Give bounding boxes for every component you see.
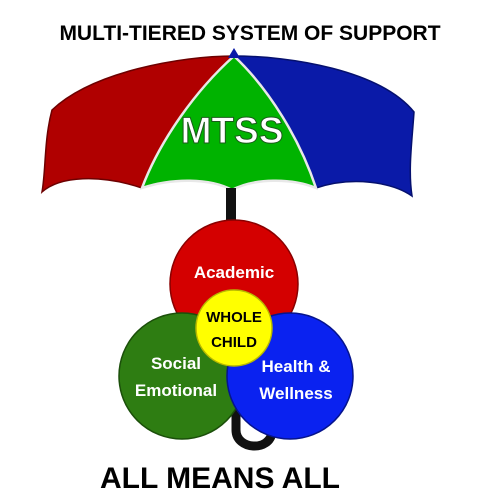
- health-wellness-label-line1: Health &: [262, 357, 331, 376]
- footer-slogan: ALL MEANS ALL: [100, 462, 340, 495]
- social-emotional-label-line2: Emotional: [135, 381, 217, 400]
- whole-child-label-line1: WHOLE: [206, 309, 262, 326]
- whole-child-label-line2: CHILD: [211, 334, 257, 351]
- umbrella-tip: [228, 48, 240, 58]
- social-emotional-label-line1: Social: [151, 354, 201, 373]
- health-wellness-label-line2: Wellness: [259, 384, 332, 403]
- umbrella-handle: [226, 188, 236, 233]
- diagram-title: MULTI-TIERED SYSTEM OF SUPPORT: [59, 22, 440, 45]
- umbrella-canopy: [40, 48, 415, 198]
- academic-label: Academic: [194, 263, 274, 282]
- umbrella-hook: [231, 405, 277, 451]
- whole-child-circle: [195, 289, 273, 367]
- umbrella-label: MTSS: [181, 110, 284, 151]
